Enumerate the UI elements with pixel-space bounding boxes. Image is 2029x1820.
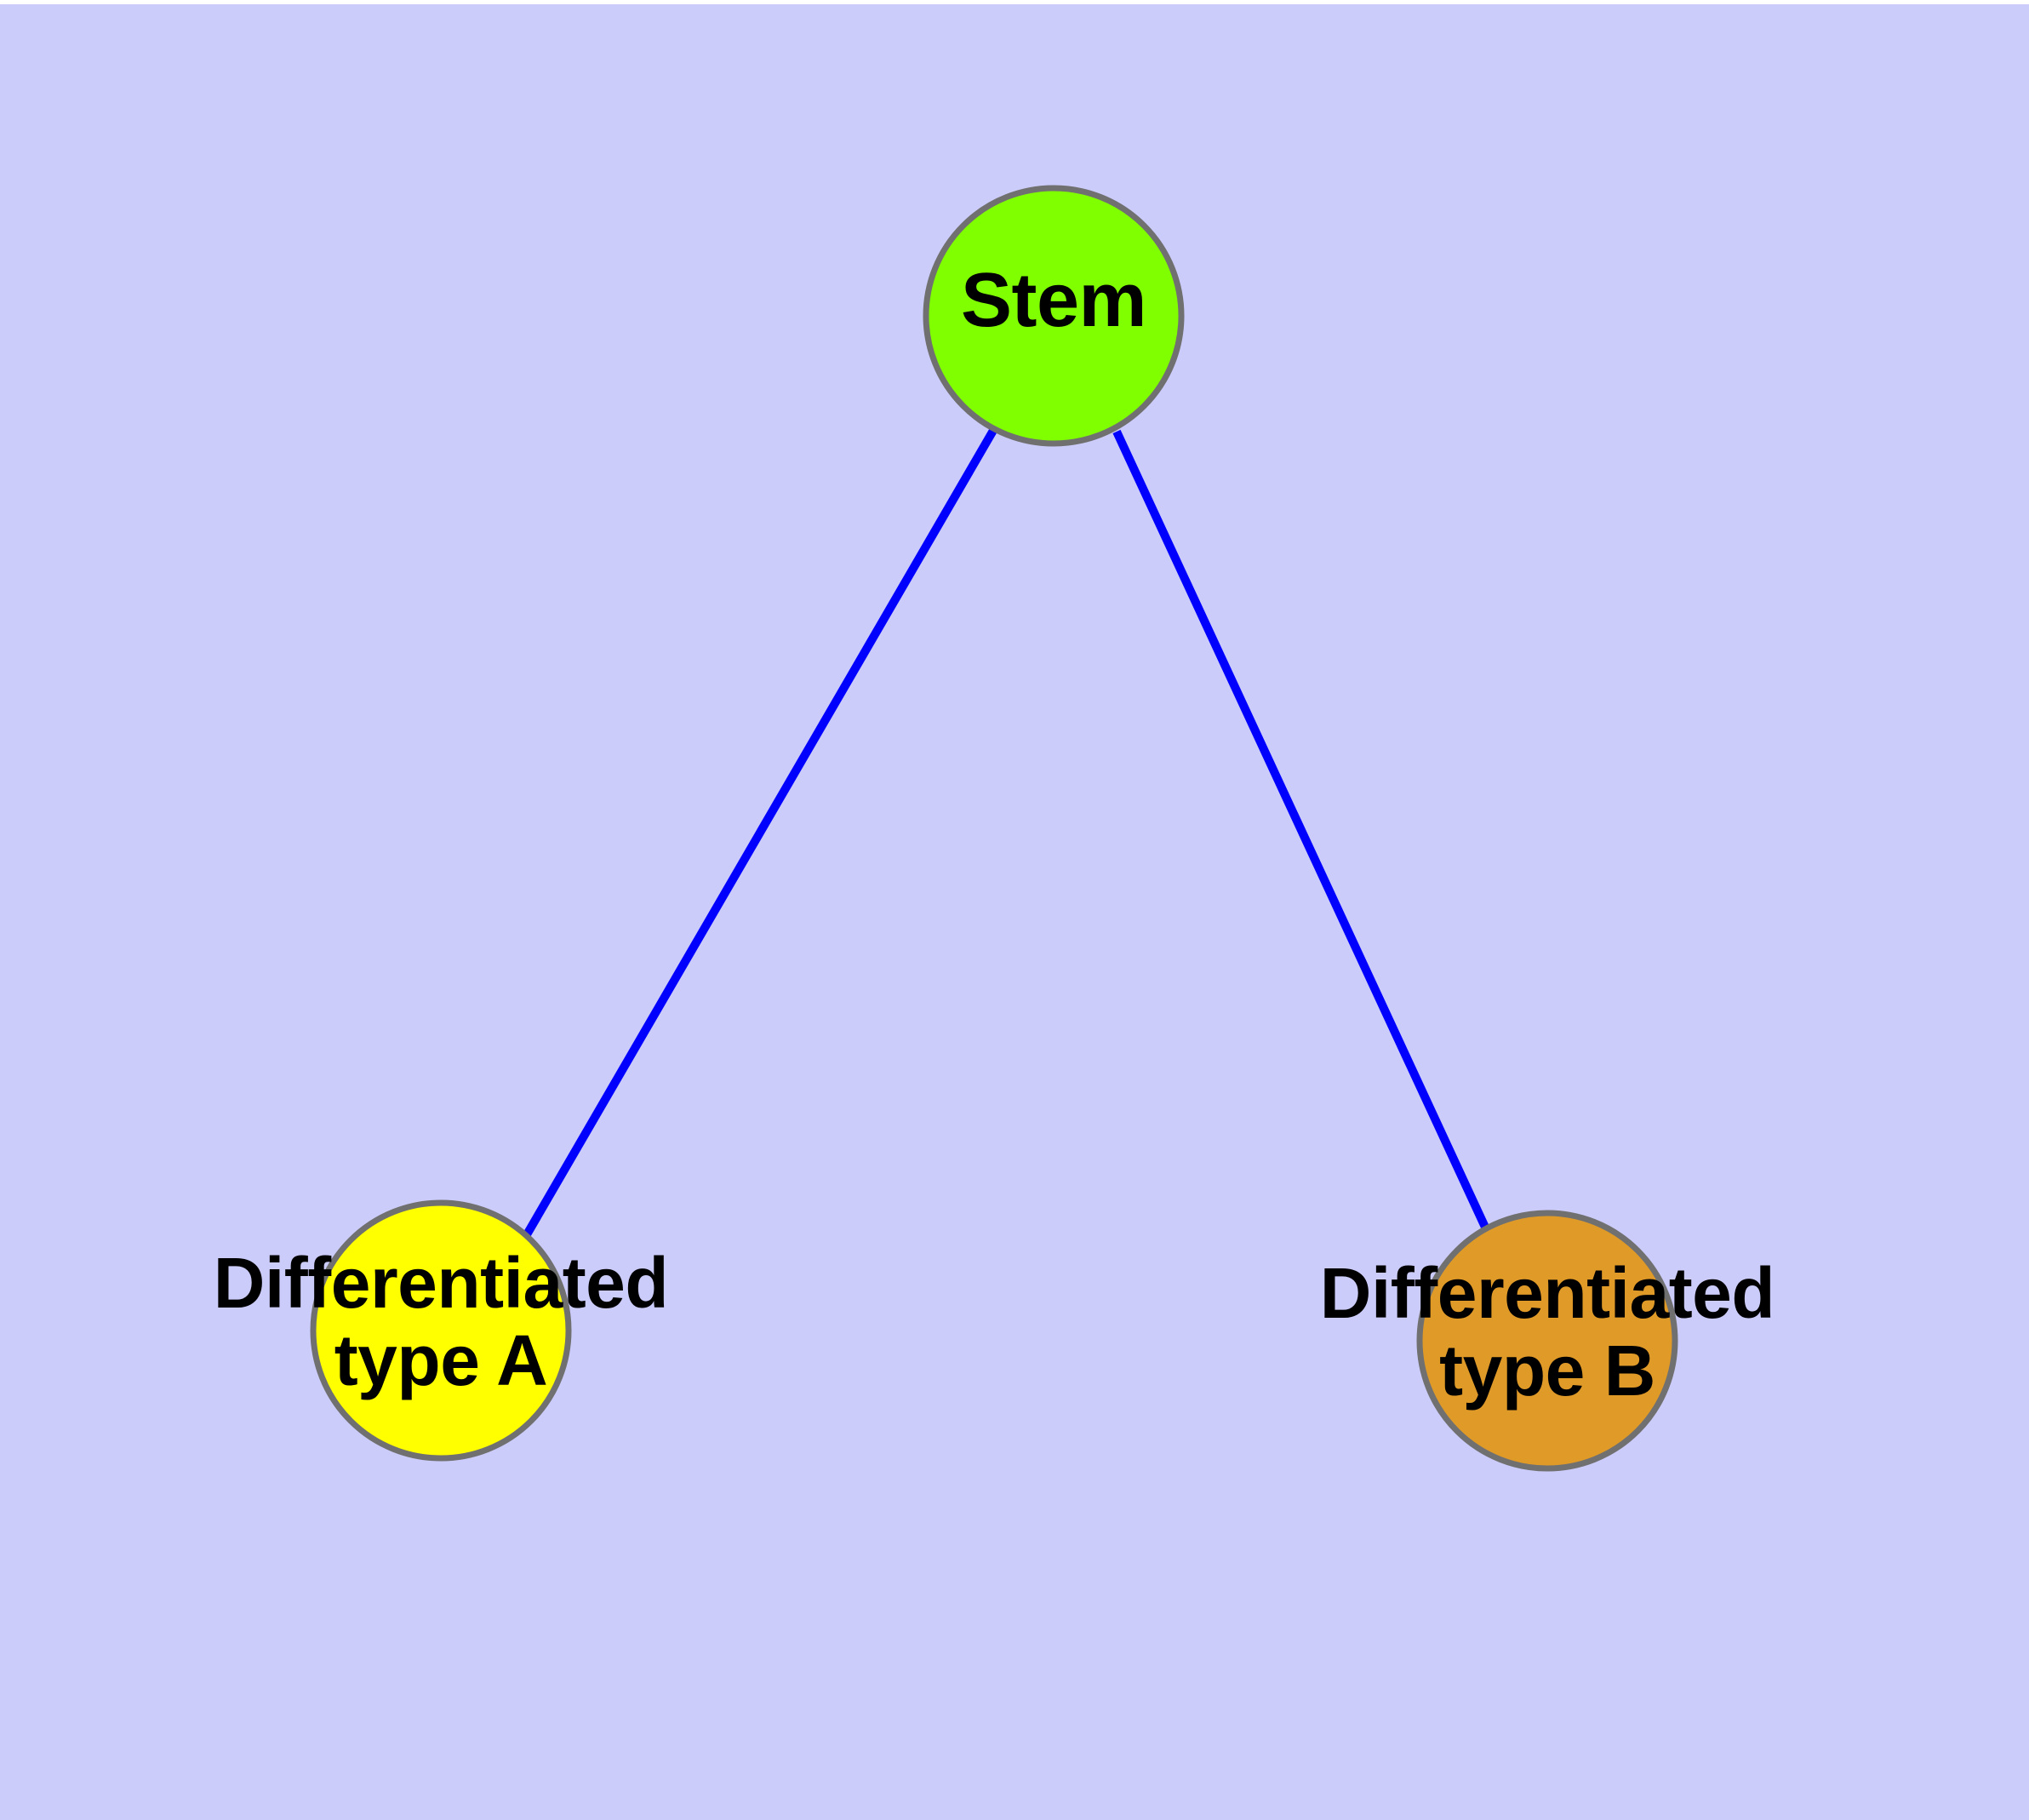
node-stem[interactable] [923,185,1185,447]
node-differentiated-type-a[interactable] [310,1199,572,1462]
edge-stem-to-differentiated-type-a [522,426,998,1239]
edge-stem-to-differentiated-type-b [1112,429,1492,1235]
node-layer [310,185,1678,1472]
edge-layer [522,426,1492,1239]
node-differentiated-type-b[interactable] [1416,1210,1678,1472]
